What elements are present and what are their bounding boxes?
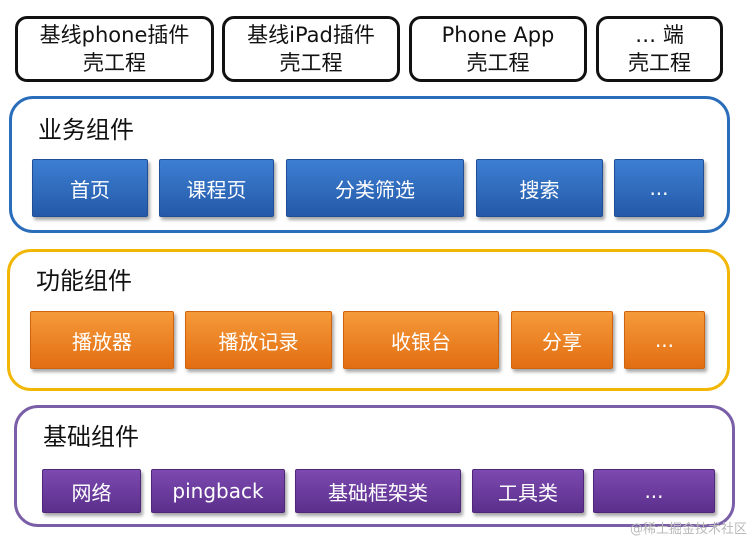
function-item-share: 分享	[511, 311, 613, 369]
base-item-pingback: pingback	[151, 469, 285, 513]
shell-other-end-line2: 壳工程	[628, 51, 691, 75]
function-item-more: ...	[624, 311, 705, 369]
base-item-network: 网络	[42, 469, 141, 513]
function-item-checkout: 收银台	[343, 311, 499, 369]
business-item-category-filter: 分类筛选	[286, 159, 464, 217]
shell-other-end-line1: … 端	[635, 23, 684, 47]
function-layer-title: 功能组件	[36, 267, 132, 295]
shell-phone-app-line2: 壳工程	[466, 51, 530, 75]
business-item-course: 课程页	[159, 159, 274, 217]
shell-ipad-plugin-line1: 基线iPad插件	[247, 23, 375, 47]
shell-phone-plugin-line2: 壳工程	[83, 51, 146, 75]
base-layer: 基础组件 网络 pingback 基础框架类 工具类 ...	[14, 405, 735, 527]
shell-other-end: … 端 壳工程	[596, 16, 723, 82]
shell-phone-plugin: 基线phone插件 壳工程	[15, 16, 214, 82]
base-item-framework: 基础框架类	[295, 469, 461, 513]
shell-ipad-plugin-line2: 壳工程	[279, 51, 343, 75]
business-item-home: 首页	[32, 159, 148, 217]
shell-phone-plugin-line1: 基线phone插件	[39, 23, 190, 47]
business-layer-title: 业务组件	[38, 116, 134, 144]
business-item-more: ...	[614, 159, 704, 217]
business-item-search: 搜索	[476, 159, 603, 217]
function-item-play-history: 播放记录	[185, 311, 332, 369]
watermark: @稀土掘金技术社区	[629, 522, 747, 537]
shell-phone-app-line1: Phone App	[441, 23, 555, 47]
function-item-player: 播放器	[30, 311, 174, 369]
shell-phone-app: Phone App 壳工程	[409, 16, 587, 82]
function-layer: 功能组件 播放器 播放记录 收银台 分享 ...	[7, 249, 730, 391]
base-item-tools: 工具类	[472, 469, 584, 513]
shell-ipad-plugin: 基线iPad插件 壳工程	[222, 16, 400, 82]
base-item-more: ...	[593, 469, 715, 513]
business-layer: 业务组件 首页 课程页 分类筛选 搜索 ...	[9, 96, 730, 233]
base-layer-title: 基础组件	[43, 423, 139, 451]
